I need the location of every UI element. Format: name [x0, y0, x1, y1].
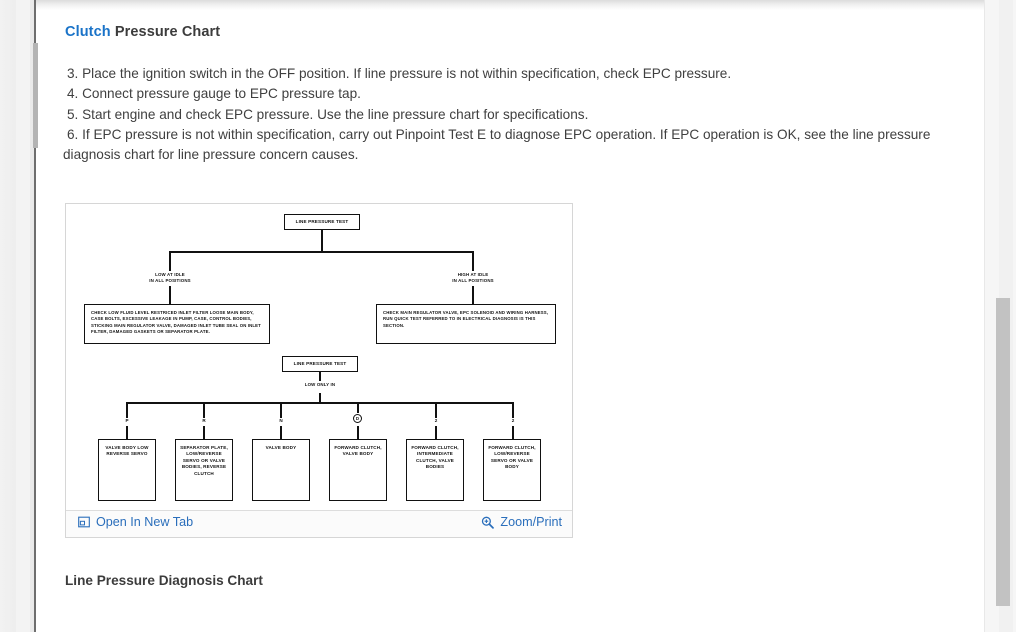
gear-label-p: P: [125, 418, 129, 423]
step-item: 3. Place the ignition switch in the OFF …: [67, 66, 732, 81]
diagram-result-box: SEPARATOR PLATE, LOW/REVERSE SERVO OR VA…: [175, 439, 233, 501]
connector-line: [512, 426, 514, 440]
gear-label-d: D: [353, 414, 362, 423]
diagram-second-box: LINE PRESSURE TEST: [282, 356, 358, 372]
gear-label-r: R: [202, 418, 206, 423]
gear-label-2a: 2: [434, 418, 438, 423]
page-scrollbar-track[interactable]: [996, 0, 1013, 632]
connector-line: [126, 402, 513, 404]
zoom-print-button[interactable]: Zoom/Print: [481, 515, 562, 529]
diagram-result-box: FORWARD CLUTCH, INTERMEDIATE CLUTCH, VAL…: [406, 439, 464, 501]
gear-label-2b: 2: [511, 418, 515, 423]
connector-line: [435, 426, 437, 440]
branch-label-left: LOW AT IDLE IN ALL POSITIONS: [149, 272, 191, 283]
page-title: Clutch Pressure Chart: [65, 24, 220, 40]
connector-line: [203, 426, 205, 440]
connector-line: [319, 372, 321, 381]
connector-line: [126, 426, 128, 440]
diagram-cause-box-high: CHECK MAIN REGULATOR VALVE, EPC SOLENOID…: [376, 304, 556, 344]
diagram-result-box: VALVE BODY: [252, 439, 310, 501]
branch-label-right: HIGH AT IDLE IN ALL POSITIONS: [452, 272, 494, 283]
connector-line: [357, 402, 359, 413]
step-item: 6. If EPC pressure is not within specifi…: [63, 126, 931, 163]
diagram-cause-box-low: CHECK LOW FLUID LEVEL RESTRICED INLET FI…: [84, 304, 270, 344]
diagram-result-box: VALVE BODY LOW REVERSE SERVO: [98, 439, 156, 501]
page-scrollbar-thumb[interactable]: [996, 298, 1010, 606]
connector-line: [280, 402, 282, 418]
figure-panel: LINE PRESSURE TEST LOW AT IDLE IN ALL PO…: [65, 203, 573, 538]
connector-line: [512, 402, 514, 418]
external-link-icon: [78, 516, 90, 528]
figure-image[interactable]: LINE PRESSURE TEST LOW AT IDLE IN ALL PO…: [66, 204, 572, 510]
second-branch-label: LOW ONLY IN: [304, 382, 336, 387]
zoom-print-label: Zoom/Print: [500, 515, 562, 529]
page-title-highlight: Clutch: [65, 24, 111, 40]
connector-line: [472, 251, 474, 271]
diagram-result-box: FORWARD CLUTCH, LOW/REVERSE SERVO OR VAL…: [483, 439, 541, 501]
connector-line: [169, 251, 473, 253]
connector-line: [435, 402, 437, 418]
connector-line: [321, 230, 323, 252]
open-in-new-tab-button[interactable]: Open In New Tab: [78, 515, 193, 529]
section-title-line-pressure-diagnosis: Line Pressure Diagnosis Chart: [65, 573, 263, 588]
diagram-top-box: LINE PRESSURE TEST: [284, 214, 360, 230]
connector-line: [472, 286, 474, 304]
connector-line: [203, 402, 205, 418]
page-title-rest: Pressure Chart: [110, 24, 221, 40]
connector-line: [319, 393, 321, 404]
top-shadow-strip: [36, 0, 984, 10]
connector-line: [357, 426, 359, 440]
connector-line: [169, 251, 171, 271]
connector-line: [126, 402, 128, 418]
step-item: 4. Connect pressure gauge to EPC pressur…: [67, 86, 361, 102]
connector-line: [280, 426, 282, 440]
diagram-result-box: FORWARD CLUTCH, VALVE BODY: [329, 439, 387, 501]
left-scrollbar-track[interactable]: [16, 0, 46, 632]
gear-label-n: N: [279, 418, 283, 423]
procedure-steps: 3. Place the ignition switch in the OFF …: [63, 64, 973, 165]
magnifier-plus-icon: [481, 516, 495, 529]
line-pressure-test-diagram: LINE PRESSURE TEST LOW AT IDLE IN ALL PO…: [66, 204, 572, 510]
open-in-new-tab-label: Open In New Tab: [96, 515, 194, 529]
figure-footer: Open In New Tab Zoom/Print: [66, 510, 572, 537]
step-item: 5. Start engine and check EPC pressure. …: [67, 106, 589, 122]
connector-line: [169, 286, 171, 304]
article-content: Clutch Pressure Chart 3. Place the ignit…: [38, 10, 984, 632]
